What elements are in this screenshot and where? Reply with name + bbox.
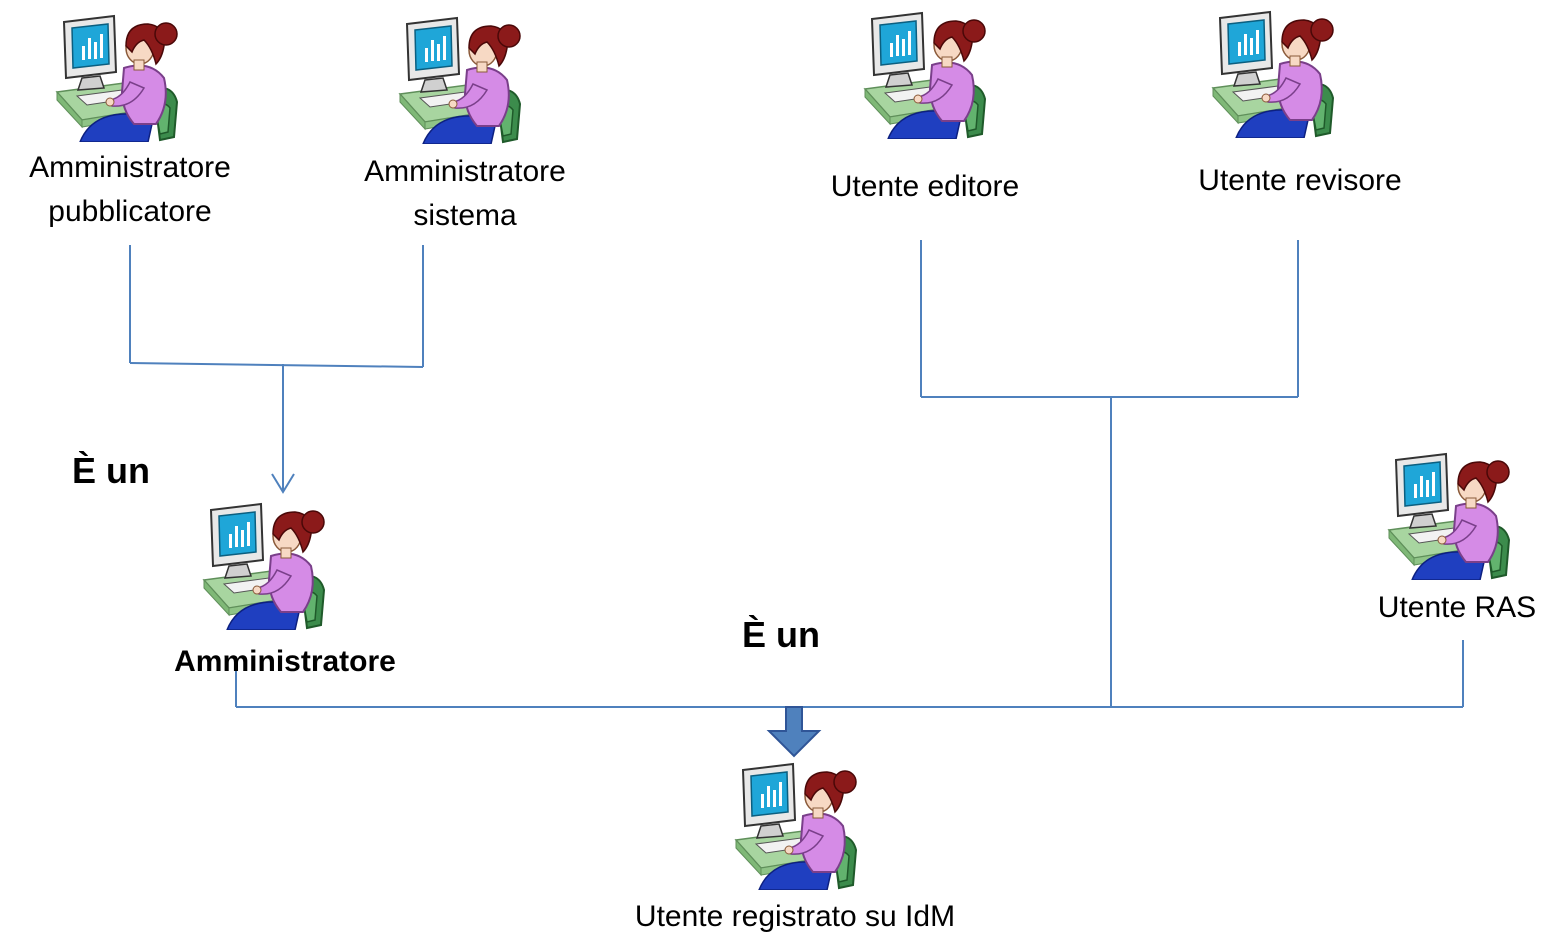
admin-connector <box>129 245 424 494</box>
actor-label-administrator: Amministratore <box>174 645 396 678</box>
actor-label-admin-system: Amministratore sistema <box>364 155 566 232</box>
actor-label-user-editor: Utente editore <box>830 170 1020 203</box>
user-at-computer-icon <box>399 17 521 144</box>
actor-label-user-reviewer: Utente revisore <box>1198 164 1402 197</box>
actor-label-user-ras: Utente RAS <box>1377 591 1537 624</box>
user-at-computer-icon <box>1212 11 1334 138</box>
user-at-computer-icon <box>864 12 986 139</box>
relation-label-admin-isa: È un <box>72 450 150 491</box>
user-connector <box>920 240 1299 707</box>
actor-label-registered-user: Utente registrato su IdM <box>634 900 956 933</box>
block-arrow <box>766 706 822 758</box>
user-at-computer-icon <box>203 503 325 630</box>
actor-label-admin-publisher: Amministratore pubblicatore <box>29 151 231 228</box>
user-at-computer-icon <box>1388 453 1510 580</box>
registered-user-connector <box>235 640 1464 708</box>
user-at-computer-icon <box>735 763 857 890</box>
user-at-computer-icon <box>56 15 178 142</box>
relation-label-user-isa: È un <box>742 614 820 655</box>
